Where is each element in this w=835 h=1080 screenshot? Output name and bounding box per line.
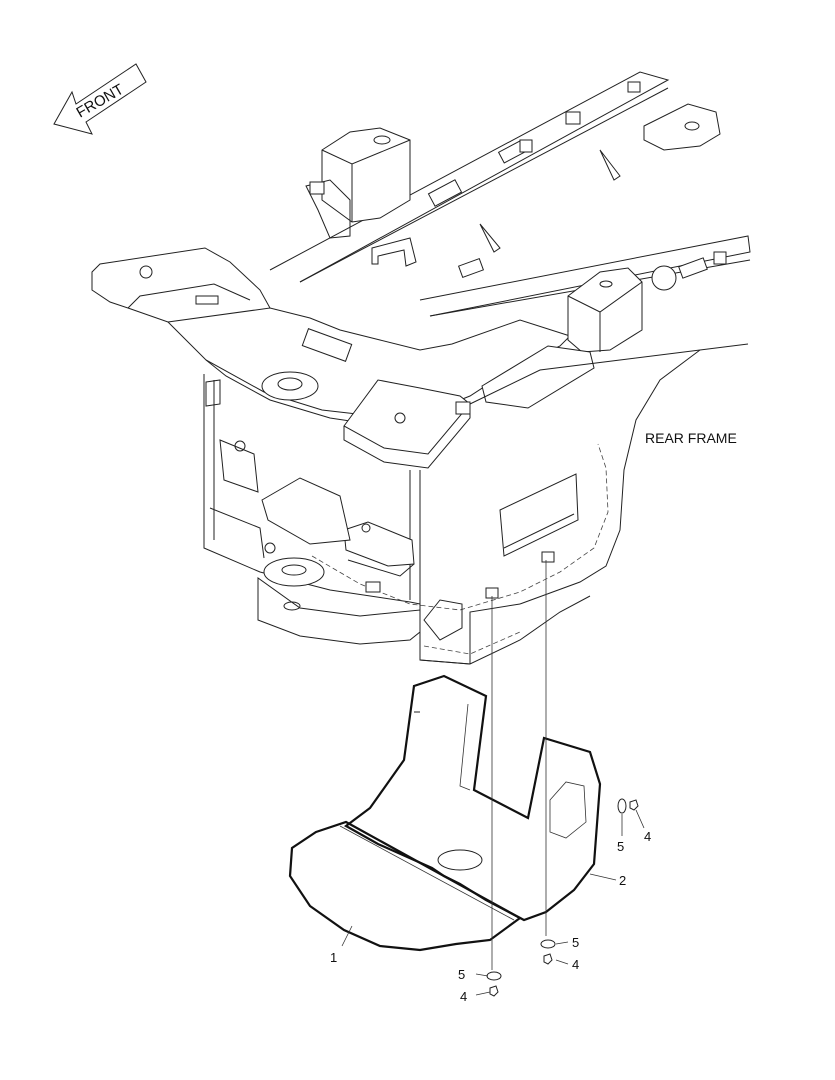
callout-part-4-right: 4 [572, 957, 579, 972]
bolt-icon [489, 985, 499, 997]
callout-part-5-center: 5 [458, 967, 465, 982]
part-2-rear-cover [343, 674, 602, 922]
washer-bolt-set-side [617, 798, 639, 814]
callout-part-2: 2 [619, 873, 626, 888]
washer-icon [540, 939, 556, 949]
callout-part-4-center: 4 [460, 989, 467, 1004]
washer-icon [617, 798, 627, 814]
rear-frame-label: REAR FRAME [645, 430, 737, 446]
washer-bolt-set-right [540, 939, 556, 965]
part-1-front-cover [288, 820, 523, 952]
callout-part-5-right: 5 [572, 935, 579, 950]
front-arrow-icon: FRONT [53, 63, 147, 135]
callout-part-5-side: 5 [617, 839, 624, 854]
callout-part-1: 1 [330, 950, 337, 965]
callout-part-4-side: 4 [644, 829, 651, 844]
bolt-icon [543, 953, 553, 965]
washer-icon [486, 971, 502, 981]
front-arrow-label: FRONT [74, 81, 127, 122]
bolt-icon [629, 799, 639, 811]
frame-assembly: REAR FRAME [91, 71, 751, 665]
